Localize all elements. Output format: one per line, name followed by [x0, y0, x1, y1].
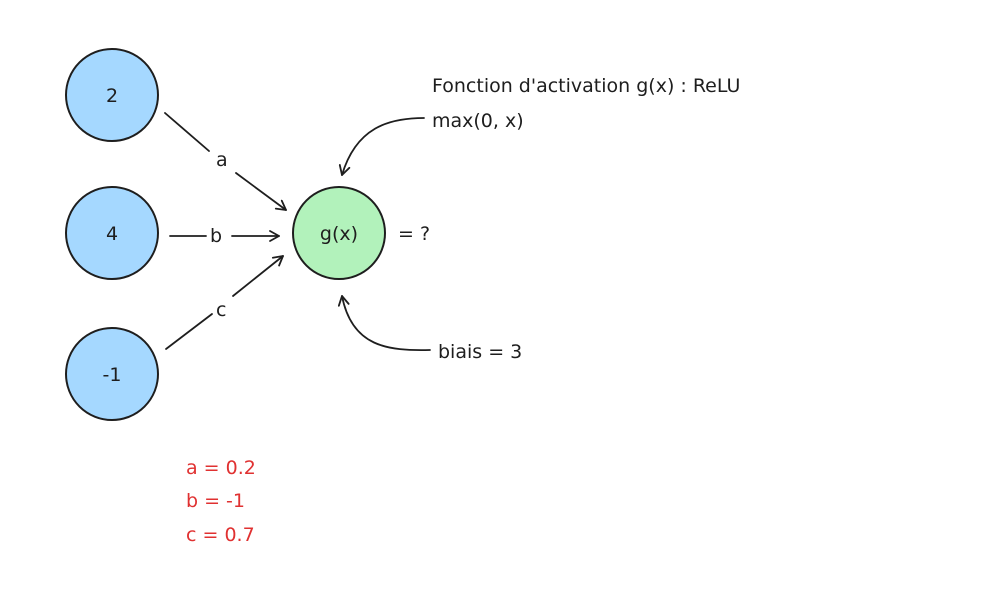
edge-c-label: c	[216, 299, 226, 321]
output-node-circle	[292, 186, 386, 280]
input-node-2: 4	[65, 186, 159, 280]
input-node-2-label: 4	[106, 223, 118, 245]
edge-c: c	[165, 255, 284, 350]
input-node-3: -1	[65, 327, 159, 421]
edge-a-label: a	[216, 149, 228, 171]
input-node-1: 2	[65, 48, 159, 142]
output-node-label: g(x)	[320, 223, 358, 245]
input-node-3-circle	[65, 327, 159, 421]
activation-note: Fonction d'activation g(x) : ReLU max(0,…	[338, 75, 740, 176]
activation-arrow	[338, 117, 425, 176]
edge-a-segment-1	[164, 112, 210, 152]
edge-c-arrow	[232, 255, 284, 297]
output-node: g(x)	[292, 186, 386, 280]
input-node-2-circle	[65, 186, 159, 280]
input-node-1-label: 2	[106, 85, 118, 107]
weight-a-text: a = 0.2	[186, 457, 256, 479]
edge-a: a	[164, 112, 287, 211]
bias-arrow	[337, 295, 431, 352]
input-node-1-circle	[65, 48, 159, 142]
output-result-label: = ?	[398, 223, 430, 245]
edge-b: b	[169, 225, 280, 247]
weight-b-text: b = -1	[186, 490, 245, 512]
edge-a-arrow	[235, 172, 287, 211]
bias-note-text: biais = 3	[438, 341, 522, 363]
input-node-3-label: -1	[103, 364, 122, 386]
bias-note: biais = 3	[337, 295, 522, 363]
weights-block: a = 0.2 b = -1 c = 0.7	[186, 457, 256, 546]
activation-note-line1: Fonction d'activation g(x) : ReLU	[432, 75, 740, 97]
edge-c-segment-1	[165, 313, 213, 350]
edge-b-label: b	[210, 225, 222, 247]
weight-c-text: c = 0.7	[186, 524, 255, 546]
activation-note-line2: max(0, x)	[432, 110, 524, 132]
